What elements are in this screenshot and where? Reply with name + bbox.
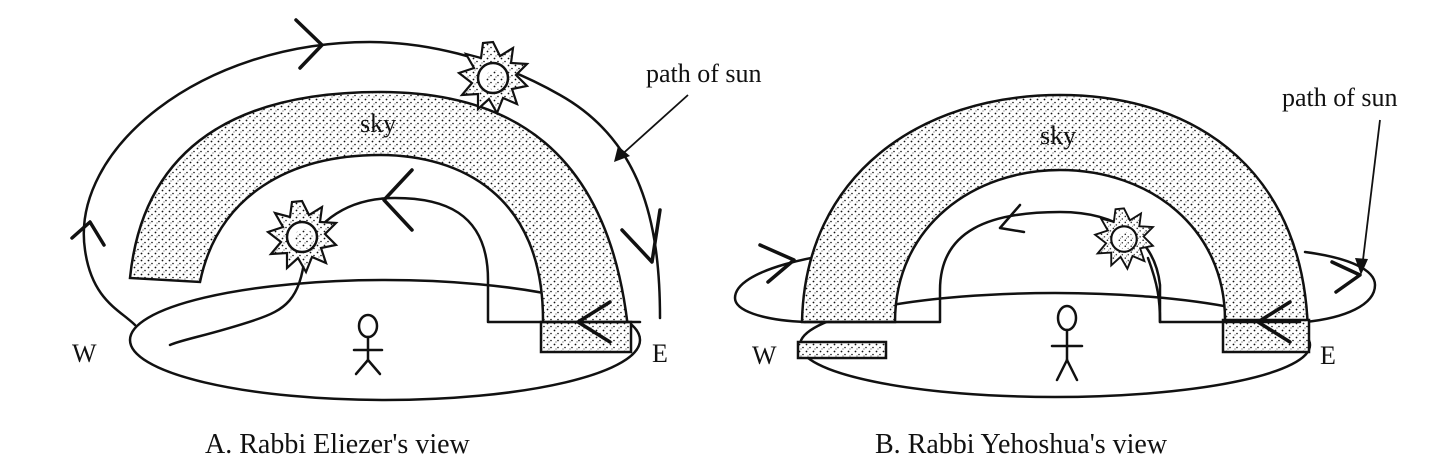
panel-a-arrow-right [620,208,662,264]
panel-a-arrow-inner [382,168,414,232]
panel-b-path-pointer [1361,119,1381,269]
panel-b-east-block [1221,318,1311,354]
panel-a-arrow-left [70,220,106,247]
panel-b-arrow-east-loop [1330,260,1362,294]
panel-b-arrow-east [1256,300,1292,344]
panel-a-ground-ellipse [128,278,642,402]
panel-a-east-label: E [652,339,668,368]
panel-a-path-pointer [617,94,689,159]
panel-b-yehoshua: sky path of sun W E B. Rabbi Yehoshua's … [733,83,1398,460]
panel-a-caption: A. Rabbi Eliezer's view [205,429,471,460]
panel-b-arrow-west [758,243,796,284]
panel-b-caption: B. Rabbi Yehoshua's view [875,429,1168,460]
panel-a-observer [352,313,384,376]
panel-a-sun-day [266,199,338,274]
panel-b-sun-trail [1146,256,1162,324]
panel-b-west-block [796,340,888,360]
panel-b-east-label: E [1320,341,1336,370]
panel-a-arrow-east [576,300,612,344]
panel-b-west-label: W [752,341,777,370]
panel-a-sky-label: sky [360,109,396,138]
panel-a-eliezer: sky path of sun W E A. Rabbi Eliezer's v… [70,18,762,460]
panel-b-inner-sun-path [803,210,1302,324]
panel-b-path-pointer-head [1355,258,1368,275]
panel-a-arrow-top [294,18,324,70]
panel-b-arrow-inner [998,203,1026,234]
panel-a-west-label: W [72,339,97,368]
panel-b-observer [1050,304,1084,382]
panel-b-sky-band [800,93,1310,342]
panel-a-path-label: path of sun [646,59,762,88]
panel-b-sky-label: sky [1040,121,1076,150]
panel-a-path-pointer-head [614,146,630,162]
panel-b-path-label: path of sun [1282,83,1398,112]
